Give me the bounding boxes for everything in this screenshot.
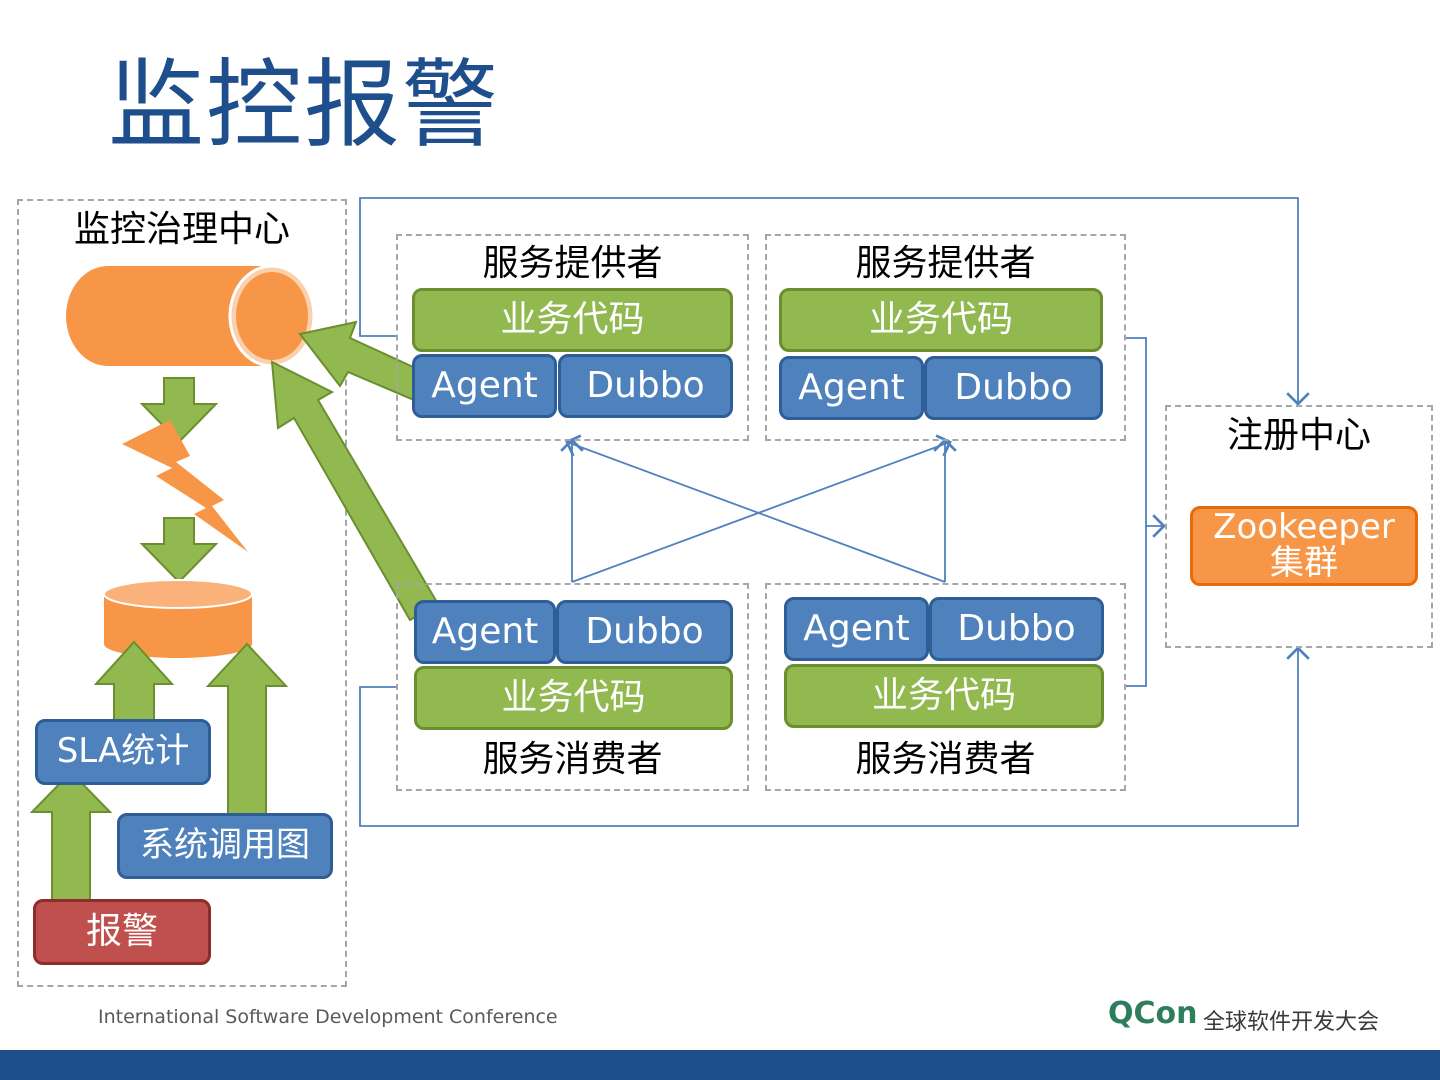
footer-conference-text: International Software Development Confe… [98, 1006, 558, 1028]
lightning-icon [122, 420, 248, 552]
consumer-label-1: 服务消费者 [482, 739, 663, 780]
up-arrow-sla [93, 640, 175, 721]
right-bracket-line [1126, 337, 1147, 687]
provider-dubbo-2: Dubbo [924, 356, 1103, 420]
provider-to-monitor-arrow [298, 320, 426, 402]
cluster-label: 集群 [1270, 543, 1338, 583]
registry-label: 注册中心 [1226, 415, 1371, 456]
consumer-container-1 [396, 583, 749, 791]
provider-label-1: 服务提供者 [482, 243, 663, 284]
up-arrow-alarm [29, 770, 113, 901]
provider-dubbo-1: Dubbo [558, 354, 733, 418]
down-arrow-2 [139, 517, 219, 584]
database-cylinder [103, 579, 253, 658]
provider-container-1 [396, 234, 749, 441]
footer-bar [0, 1050, 1440, 1080]
down-arrow-1 [139, 377, 219, 444]
provider-label-2: 服务提供者 [855, 243, 1036, 284]
consumer-dubbo-1: Dubbo [556, 600, 733, 664]
consumer2-provider1-line [565, 434, 946, 583]
zookeeper-label: Zookeeper [1213, 507, 1395, 548]
consumer-container-2 [765, 583, 1126, 791]
up-arrow-callgraph [205, 642, 289, 815]
consumer-business-code-1: 业务代码 [414, 666, 733, 730]
call-graph-box: 系统调用图 [117, 813, 333, 879]
zookeeper-cluster-box: Zookeeper 集群 [1190, 506, 1418, 586]
provider-agent-1: Agent [412, 354, 557, 418]
page-title: 监控报警 [108, 49, 500, 161]
sla-stat-box: SLA统计 [35, 719, 211, 785]
consumer-agent-1: Agent [414, 600, 556, 664]
provider-registry-line-top [359, 197, 1310, 406]
provider-business-code-1: 业务代码 [412, 288, 733, 352]
monitor-center-container [17, 199, 347, 987]
consumer-to-monitor-arrow [270, 360, 440, 622]
registry-container [1165, 405, 1433, 648]
provider-business-code-2: 业务代码 [779, 288, 1103, 352]
consumer-business-code-2: 业务代码 [784, 664, 1104, 728]
consumer-registry-line-bottom [359, 646, 1310, 827]
consumer-dubbo-2: Dubbo [929, 597, 1104, 661]
provider-agent-2: Agent [779, 356, 924, 420]
data-pipe-cylinder [66, 264, 316, 368]
qcon-logo: QCon [1108, 996, 1198, 1031]
provider-container-2 [765, 234, 1126, 441]
monitor-center-label: 监控治理中心 [73, 209, 290, 250]
alarm-box: 报警 [33, 899, 211, 965]
qcon-subtitle: 全球软件开发大会 [1203, 1010, 1380, 1035]
consumer-agent-2: Agent [784, 597, 929, 661]
consumer-label-2: 服务消费者 [855, 739, 1036, 780]
consumer1-provider2-line [571, 434, 952, 583]
